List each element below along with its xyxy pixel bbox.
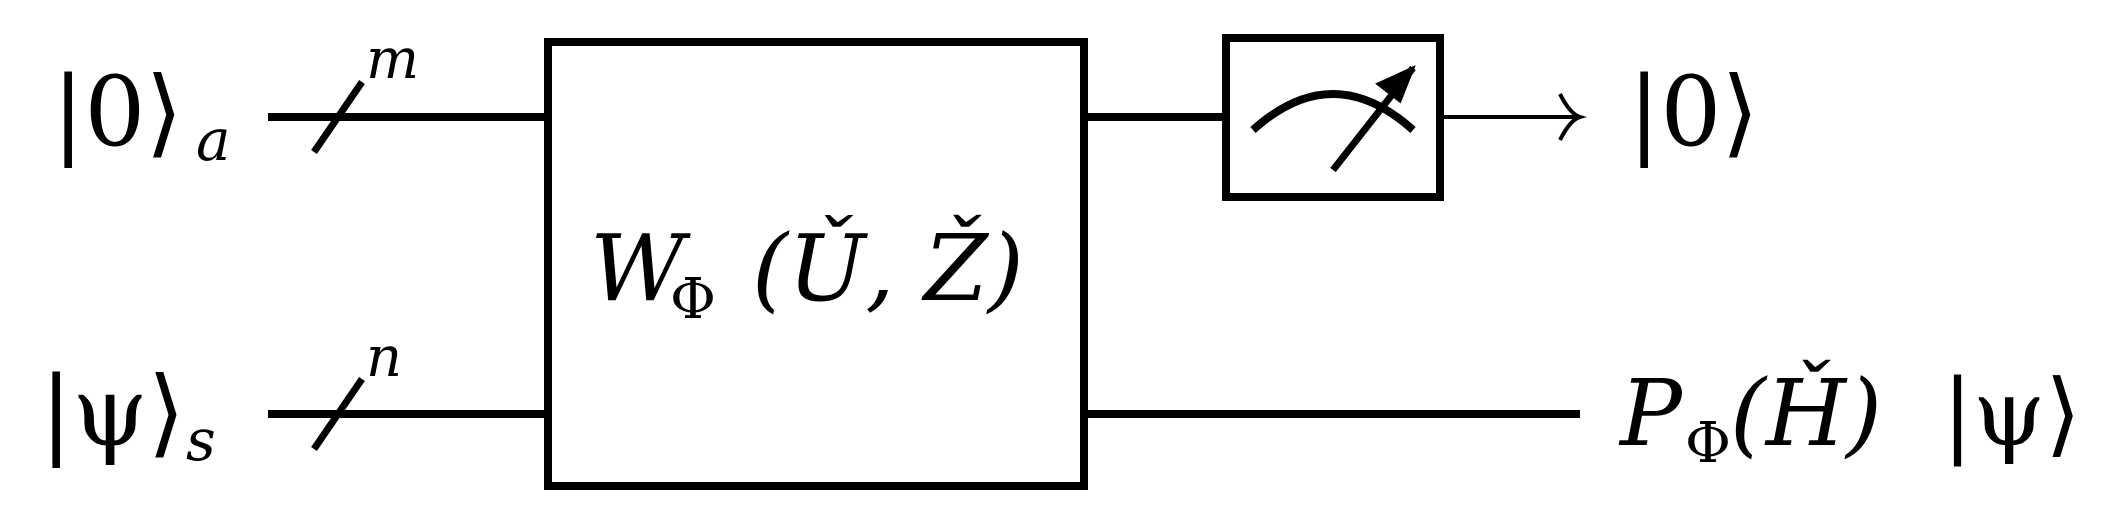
ancilla-output-ket: |0⟩ — [1628, 56, 1759, 168]
output-state-ket: |ψ⟩ — [1942, 360, 2081, 467]
output-polynomial: P — [1618, 360, 1684, 467]
system-ket: |ψ⟩ — [40, 356, 185, 468]
system-output-label: P Φ (Ȟ) |ψ⟩ — [1618, 360, 2081, 476]
input-label-ancilla: |0⟩ a — [52, 56, 231, 174]
system-subscript: s — [186, 406, 216, 474]
gate-subscript: Φ — [670, 267, 716, 332]
input-label-system: |ψ⟩ s — [40, 356, 216, 474]
output-polynomial-subscript: Φ — [1685, 411, 1731, 476]
ancilla-wire-count: m — [366, 27, 419, 92]
ancilla-ket: |0⟩ — [52, 56, 183, 168]
ancilla-subscript: a — [196, 106, 231, 174]
system-wire-count: n — [366, 325, 402, 390]
gate-symbol: W — [590, 215, 691, 322]
measurement-box — [1222, 34, 1444, 201]
gate-box — [544, 38, 1088, 490]
ancilla-bus-slash — [311, 80, 365, 154]
system-bus-slash — [311, 377, 365, 451]
meter-icon — [1250, 65, 1416, 173]
measurement-frame — [1222, 34, 1444, 201]
gate-arguments: (Ǔ, Ž) — [752, 214, 1024, 322]
gate-label: W Φ (Ǔ, Ž) — [590, 214, 1024, 332]
arrow-head-icon — [1558, 93, 1587, 141]
output-polynomial-argument: (Ȟ) — [1730, 360, 1882, 467]
